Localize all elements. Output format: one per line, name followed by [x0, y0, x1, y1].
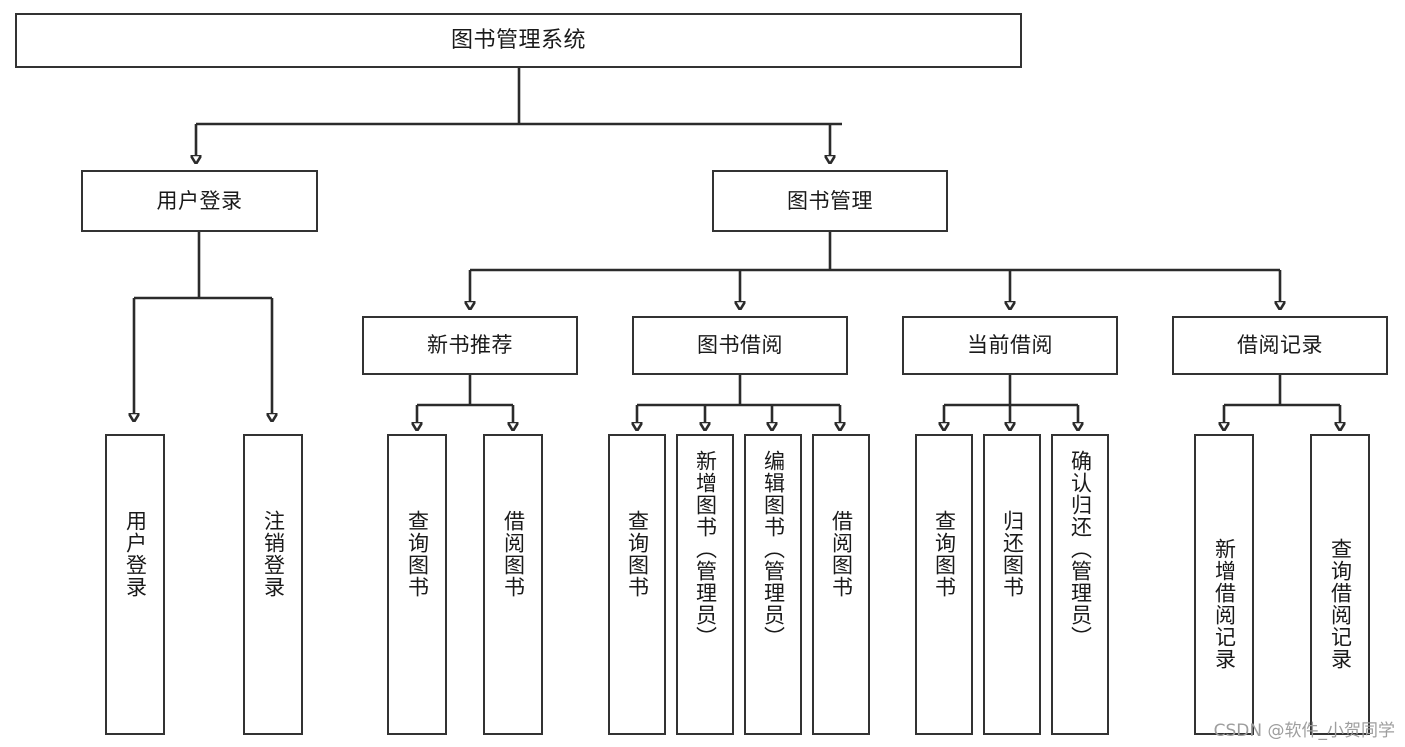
node-book-management-label: 图书管理 [787, 188, 873, 213]
leaf-return-book[interactable]: 归还图书 [983, 434, 1041, 735]
leaf-edit-book[interactable]: 编辑图书（管理员） [744, 434, 802, 735]
leaf-query-record[interactable]: 查询借阅记录 [1310, 434, 1370, 735]
node-user-login-label: 用户登录 [156, 188, 243, 213]
node-new-book-recommend[interactable]: 新书推荐 [362, 316, 578, 375]
leaf-add-record[interactable]: 新增借阅记录 [1194, 434, 1254, 735]
leaf-add-record-label: 新增借阅记录 [1212, 538, 1237, 670]
node-user-login[interactable]: 用户登录 [81, 170, 318, 232]
node-borrow-record[interactable]: 借阅记录 [1172, 316, 1388, 375]
node-book-management[interactable]: 图书管理 [712, 170, 948, 232]
node-new-book-recommend-label: 新书推荐 [427, 333, 513, 358]
leaf-query-book-2-label: 查询图书 [625, 510, 650, 598]
leaf-borrow-book-2-label: 借阅图书 [829, 510, 854, 598]
node-borrow-record-label: 借阅记录 [1237, 333, 1323, 358]
leaf-query-book-2[interactable]: 查询图书 [608, 434, 666, 735]
leaf-query-book-3[interactable]: 查询图书 [915, 434, 973, 735]
leaf-query-book-1[interactable]: 查询图书 [387, 434, 447, 735]
node-book-borrow[interactable]: 图书借阅 [632, 316, 848, 375]
leaf-confirm-return[interactable]: 确认归还（管理员） [1051, 434, 1109, 735]
leaf-query-book-1-label: 查询图书 [405, 510, 430, 598]
node-current-borrow[interactable]: 当前借阅 [902, 316, 1118, 375]
leaf-confirm-return-label: 确认归还（管理员） [1068, 450, 1093, 648]
leaf-user-login[interactable]: 用户登录 [105, 434, 165, 735]
node-root[interactable]: 图书管理系统 [15, 13, 1022, 68]
leaf-user-logout-label: 注销登录 [261, 510, 286, 598]
node-current-borrow-label: 当前借阅 [967, 333, 1053, 358]
leaf-add-book[interactable]: 新增图书（管理员） [676, 434, 734, 735]
leaf-query-record-label: 查询借阅记录 [1328, 538, 1353, 670]
node-book-borrow-label: 图书借阅 [697, 333, 783, 358]
leaf-borrow-book-1-label: 借阅图书 [501, 510, 526, 598]
leaf-borrow-book-2[interactable]: 借阅图书 [812, 434, 870, 735]
node-root-label: 图书管理系统 [450, 27, 586, 53]
csdn-watermark: CSDN @软件_小贺同学 [1213, 721, 1395, 741]
leaf-query-book-3-label: 查询图书 [932, 510, 957, 598]
leaf-return-book-label: 归还图书 [1000, 510, 1025, 598]
leaf-user-logout[interactable]: 注销登录 [243, 434, 303, 735]
leaf-add-book-label: 新增图书（管理员） [693, 450, 718, 648]
leaf-user-login-label: 用户登录 [123, 510, 148, 598]
leaf-borrow-book-1[interactable]: 借阅图书 [483, 434, 543, 735]
leaf-edit-book-label: 编辑图书（管理员） [761, 450, 786, 648]
